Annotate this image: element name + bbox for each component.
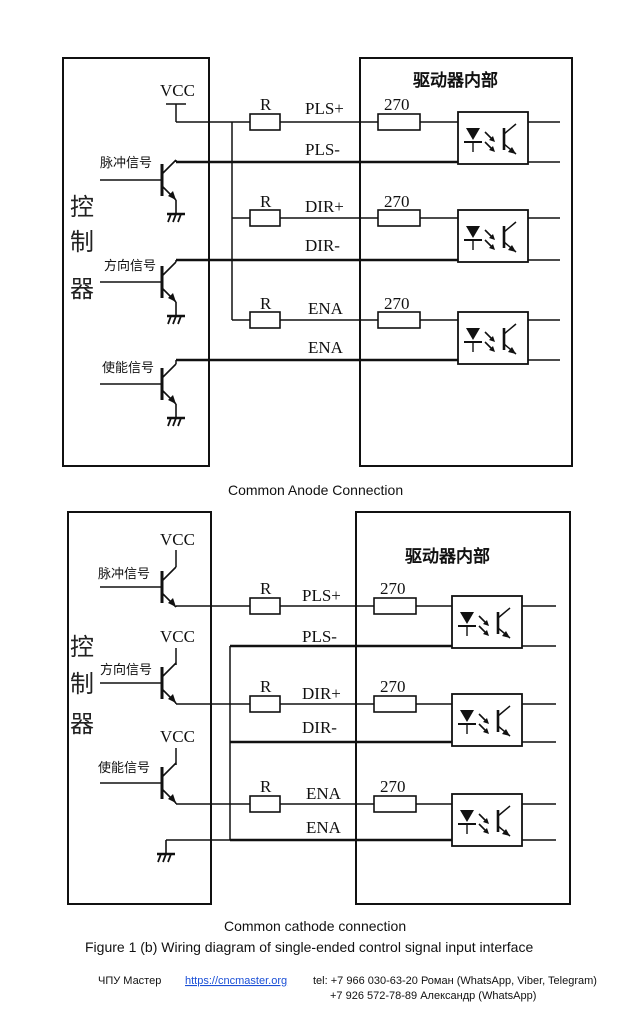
ground-icon [165, 198, 187, 224]
resistor-label: R [260, 294, 272, 313]
optocoupler-direction [456, 208, 530, 264]
transistor-enable [160, 362, 178, 406]
resistor-r-pulse [249, 597, 281, 615]
signal-label-pulse: 脉冲信号 [98, 567, 150, 582]
transistor-direction [160, 260, 178, 304]
resistor-r-pulse [249, 113, 281, 131]
vcc-label: VCC [160, 727, 195, 746]
diagram-common-anode: 驱动器内部 控 制 器 VCC R R R 270 270 270 PLS+ [62, 57, 573, 498]
controller-char-3: 器 [70, 275, 94, 303]
wire-label-ena-minus: ENA [308, 338, 344, 357]
resistor-label: R [260, 677, 272, 696]
controller-box [62, 57, 210, 467]
resistor-r-dir [249, 695, 281, 713]
resistor-270-pulse [373, 597, 417, 615]
controller-char-2: 制 [70, 228, 94, 256]
resistor-270-label: 270 [384, 294, 410, 313]
signal-label-enable: 使能信号 [98, 760, 150, 776]
wire-label-dir-minus: DIR- [302, 718, 337, 737]
driver-internal-label: 驱动器内部 [413, 70, 498, 91]
optocoupler-enable [456, 310, 530, 366]
footer-phone-2: +7 926 572-78-89 Александр (WhatsApp) [330, 990, 536, 1002]
controller-char-2: 制 [70, 670, 94, 698]
resistor-r-ena [249, 311, 281, 329]
resistor-r-ena [249, 795, 281, 813]
controller-char-1: 控 [70, 193, 94, 221]
caption-common-anode: Common Anode Connection [228, 482, 403, 498]
ground-icon [165, 402, 187, 428]
resistor-270-label: 270 [384, 192, 410, 211]
vcc-label: VCC [160, 81, 195, 100]
wire-label-ena-minus: ENA [306, 818, 342, 837]
footer-url-link[interactable]: https://cncmaster.org [185, 975, 287, 987]
signal-label-enable: 使能信号 [102, 360, 154, 376]
figure-caption: Figure 1 (b) Wiring diagram of single-en… [85, 939, 533, 955]
resistor-270-ena [373, 795, 417, 813]
resistor-label: R [260, 579, 272, 598]
wire-label-ena-plus: ENA [308, 299, 344, 318]
controller-box [67, 511, 212, 905]
transistor-enable [160, 761, 178, 805]
wire-label-pls-plus: PLS+ [305, 99, 344, 118]
optocoupler-pulse [456, 110, 530, 166]
controller-char-3: 器 [70, 710, 94, 738]
driver-internal-label: 驱动器内部 [405, 546, 490, 567]
wire-label-dir-plus: DIR+ [305, 197, 344, 216]
resistor-270-label: 270 [380, 777, 406, 796]
resistor-270-dir [377, 209, 421, 227]
resistor-270-ena [377, 311, 421, 329]
vcc-label: VCC [160, 627, 195, 646]
caption-common-cathode: Common cathode connection [224, 918, 406, 934]
vcc-label: VCC [160, 530, 195, 549]
wire-label-pls-minus: PLS- [305, 140, 340, 159]
resistor-label: R [260, 777, 272, 796]
resistor-270-label: 270 [384, 95, 410, 114]
wire-label-pls-minus: PLS- [302, 627, 337, 646]
footer-phone-1: tel: +7 966 030-63-20 Роман (WhatsApp, V… [313, 975, 597, 987]
resistor-label: R [260, 192, 272, 211]
diagram-common-cathode: 驱动器内部 控 制 器 VCC VCC VCC 脉冲信号 方向信号 使能信号 R… [67, 511, 571, 934]
resistor-270-label: 270 [380, 677, 406, 696]
driver-box [359, 57, 573, 467]
optocoupler-direction [450, 692, 524, 748]
wire-label-pls-plus: PLS+ [302, 586, 341, 605]
driver-box [355, 511, 571, 905]
optocoupler-enable [450, 792, 524, 848]
wire-label-dir-minus: DIR- [305, 236, 340, 255]
resistor-270-pulse [377, 113, 421, 131]
resistor-270-label: 270 [380, 579, 406, 598]
footer-company: ЧПУ Мастер [98, 975, 161, 987]
transistor-direction [160, 661, 178, 705]
resistor-270-dir [373, 695, 417, 713]
resistor-r-dir [249, 209, 281, 227]
ground-icon [165, 300, 187, 326]
transistor-pulse [160, 565, 178, 609]
signal-label-pulse: 脉冲信号 [100, 156, 152, 171]
signal-label-direction: 方向信号 [100, 662, 152, 678]
transistor-pulse [160, 158, 178, 202]
resistor-label: R [260, 95, 272, 114]
optocoupler-pulse [450, 594, 524, 650]
wire-label-dir-plus: DIR+ [302, 684, 341, 703]
wire-label-ena-plus: ENA [306, 784, 342, 803]
controller-char-1: 控 [70, 633, 94, 661]
ground-icon [155, 838, 177, 864]
signal-label-direction: 方向信号 [104, 258, 156, 274]
